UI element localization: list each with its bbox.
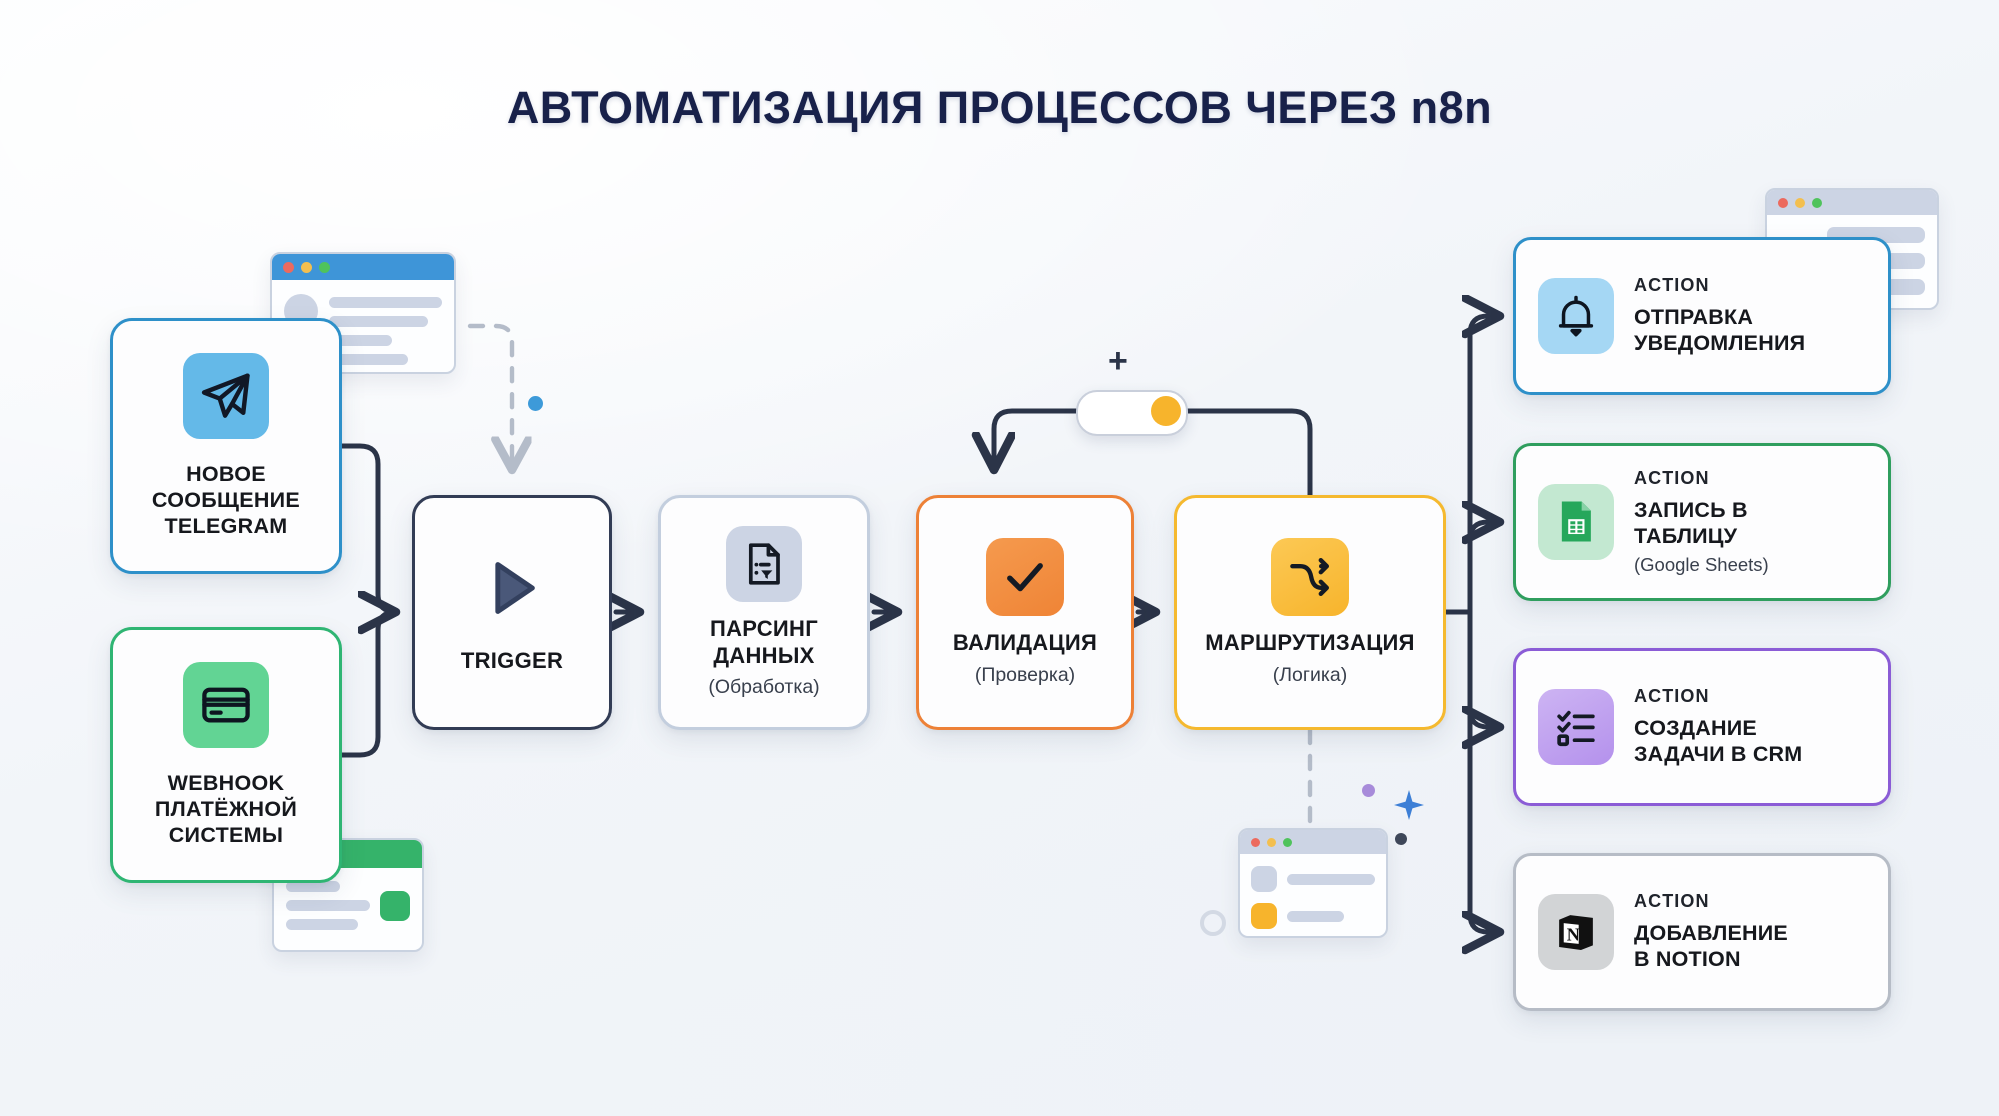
- window-dot-red: [1251, 837, 1260, 847]
- node-trigger[interactable]: TRIGGER: [412, 495, 612, 730]
- action-badge: ACTION: [1634, 275, 1710, 296]
- bell-icon: [1538, 278, 1614, 354]
- action-title: СОЗДАНИЕ ЗАДАЧИ В CRM: [1634, 716, 1803, 766]
- action-card-google-sheets[interactable]: ACTION ЗАПИСЬ В ТАБЛИЦУ (Google Sheets): [1513, 443, 1891, 601]
- node-subtitle: (Проверка): [974, 663, 1076, 686]
- decor-dot-purple: [1362, 784, 1375, 797]
- action-text: ACTION ЗАПИСЬ В ТАБЛИЦУ (Google Sheets): [1634, 468, 1769, 577]
- window-dot-red: [283, 261, 294, 273]
- action-card-notification[interactable]: ACTION ОТПРАВКА УВЕДОМЛЕНИЯ: [1513, 237, 1891, 395]
- dashed-connector-left: [467, 323, 512, 470]
- toggle-knob[interactable]: [1151, 396, 1181, 426]
- node-label: НОВОЕ СООБЩЕНИЕ TELEGRAM: [151, 462, 301, 538]
- action-text: ACTION СОЗДАНИЕ ЗАДАЧИ В CRM: [1634, 686, 1802, 768]
- play-triangle-icon: [475, 551, 549, 630]
- action-text: ACTION ОТПРАВКА УВЕДОМЛЕНИЯ: [1634, 275, 1805, 357]
- window-dot-yellow: [1267, 837, 1276, 847]
- shuffle-arrows-icon: [1271, 538, 1349, 617]
- checklist-icon: [1538, 689, 1614, 765]
- node-subtitle: (Логика): [1272, 663, 1348, 686]
- window-dot-red: [1778, 197, 1788, 208]
- window-dot-green: [1283, 837, 1292, 847]
- node-label: ВАЛИДАЦИЯ: [952, 630, 1098, 656]
- node-parsing[interactable]: ПАРСИНГ ДАННЫХ (Обработка): [658, 495, 870, 730]
- action-title: ДОБАВЛЕНИЕ В NOTION: [1634, 921, 1788, 971]
- node-webhook-trigger[interactable]: WEBHOOK ПЛАТЁЖНОЙ СИСТЕМЫ: [110, 627, 342, 883]
- action-subtitle: (Google Sheets): [1634, 554, 1769, 576]
- window-dot-yellow: [1795, 197, 1805, 208]
- action-badge: ACTION: [1634, 467, 1710, 488]
- action-title: ЗАПИСЬ В ТАБЛИЦУ: [1634, 497, 1748, 548]
- notion-cube-icon: N: [1538, 894, 1614, 970]
- action-badge: ACTION: [1634, 891, 1710, 912]
- credit-card-icon: [183, 662, 269, 748]
- action-title: ОТПРАВКА УВЕДОМЛЕНИЯ: [1634, 305, 1806, 355]
- routing-toggle[interactable]: [1076, 390, 1188, 436]
- page-title: АВТОМАТИЗАЦИЯ ПРОЦЕССОВ ЧЕРЕЗ n8n: [506, 82, 1493, 133]
- node-subtitle: (Обработка): [708, 676, 820, 699]
- checkmark-icon: [986, 538, 1064, 617]
- google-sheets-icon: [1538, 484, 1614, 560]
- window-dot-green: [1812, 197, 1822, 208]
- node-label: ПАРСИНГ ДАННЫХ: [710, 615, 818, 668]
- decor-dot-dark: [1395, 833, 1407, 845]
- node-label: WEBHOOK ПЛАТЁЖНОЙ СИСТЕМЫ: [154, 771, 298, 847]
- decor-browser-window-bottom-middle: [1238, 828, 1388, 938]
- action-card-crm-task[interactable]: ACTION СОЗДАНИЕ ЗАДАЧИ В CRM: [1513, 648, 1891, 806]
- window-dot-yellow: [301, 261, 312, 273]
- decor-ring: [1200, 910, 1226, 936]
- node-routing[interactable]: МАРШРУТИЗАЦИЯ (Логика): [1174, 495, 1446, 730]
- action-text: ACTION ДОБАВЛЕНИЕ В NOTION: [1634, 891, 1788, 973]
- telegram-paper-plane-icon: [183, 353, 269, 439]
- node-validation[interactable]: ВАЛИДАЦИЯ (Проверка): [916, 495, 1134, 730]
- document-filter-icon: [726, 525, 802, 602]
- decor-dot-blue: [528, 396, 543, 411]
- node-label: TRIGGER: [460, 647, 564, 673]
- window-dot-green: [319, 261, 330, 273]
- add-branch-icon[interactable]: +: [1108, 342, 1128, 380]
- action-card-notion[interactable]: N ACTION ДОБАВЛЕНИЕ В NOTION: [1513, 853, 1891, 1011]
- sparkle-icon: [1394, 790, 1424, 820]
- node-label: МАРШРУТИЗАЦИЯ: [1205, 630, 1415, 656]
- node-telegram-trigger[interactable]: НОВОЕ СООБЩЕНИЕ TELEGRAM: [110, 318, 342, 574]
- svg-text:N: N: [1567, 924, 1580, 944]
- action-badge: ACTION: [1634, 686, 1710, 707]
